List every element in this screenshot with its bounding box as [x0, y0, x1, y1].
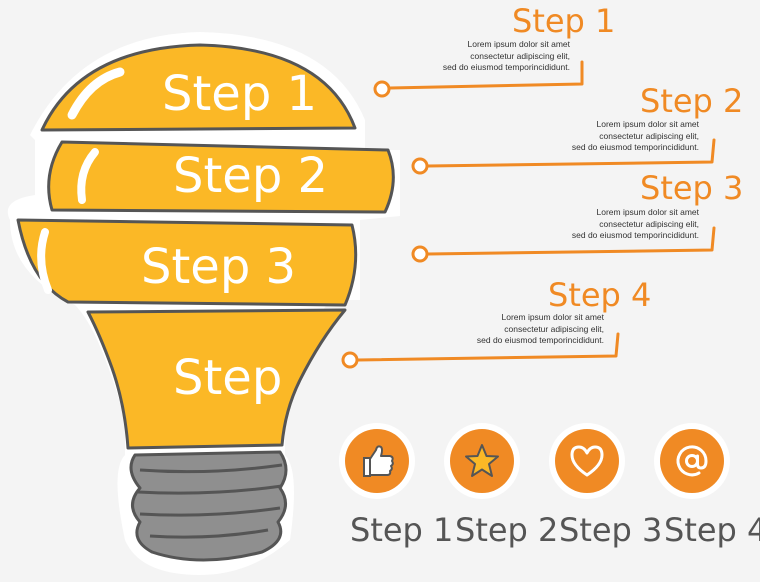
leader-dot-2: [411, 157, 429, 175]
star-icon: [465, 444, 499, 477]
bulb-highlight-1: [67, 67, 125, 120]
at-sign-icon: [676, 445, 708, 477]
icon-caption-4: Step 4: [664, 511, 760, 549]
bulb-segment-3-label: Step 3: [141, 239, 297, 295]
bulb-base-thread-1: [139, 463, 283, 474]
step-4-title: Step 4: [548, 276, 652, 314]
leader-line-3: [426, 226, 716, 256]
leader-line-4: [356, 332, 620, 362]
bulb-segment-2-label: Step 2: [173, 148, 329, 204]
heart-badge: [555, 429, 619, 493]
bulb-segment-1: [40, 43, 357, 132]
icon-caption-3: Step 3: [559, 511, 663, 549]
bulb-highlight-3: [37, 228, 52, 294]
leader-line-1: [388, 60, 584, 90]
heart-icon: [570, 445, 604, 477]
at-sign-badge: [660, 429, 724, 493]
bulb-base-thread-3: [139, 506, 281, 517]
light-bulb-diagram: [7, 32, 400, 575]
step-2-title: Step 2: [640, 82, 744, 120]
bulb-segment-4: [86, 308, 347, 450]
star-badge: [450, 429, 514, 493]
thumbs-up-icon: [363, 445, 394, 477]
step-1-title: Step 1: [512, 2, 616, 40]
step-3-title: Step 3: [640, 169, 744, 207]
step-2-text: Lorem ipsum dolor sit amet consectetur a…: [571, 119, 699, 152]
bulb-segment-1-label: Step 1: [162, 66, 318, 122]
leader-dot-4: [341, 351, 359, 369]
bulb-highlight-2: [77, 148, 99, 204]
leader-dot-1: [373, 80, 391, 98]
step-1-text: Lorem ipsum dolor sit amet consectetur a…: [442, 39, 570, 72]
icon-caption-1: Step 1: [350, 511, 454, 549]
thumbs-up-badge: [345, 429, 409, 493]
step-4-text: Lorem ipsum dolor sit amet consectetur a…: [476, 312, 604, 345]
bulb-base-thread-2: [137, 484, 283, 495]
bulb-segment-2: [47, 140, 395, 214]
step-3-text: Lorem ipsum dolor sit amet consectetur a…: [571, 207, 699, 240]
icon-caption-2: Step 2: [455, 511, 559, 549]
leader-dot-3: [411, 245, 429, 263]
bulb-base-thread-4: [149, 528, 269, 539]
bulb-segment-3: [16, 218, 358, 307]
bulb-segment-4-label: Step: [173, 350, 283, 406]
leader-line-2: [426, 138, 716, 168]
